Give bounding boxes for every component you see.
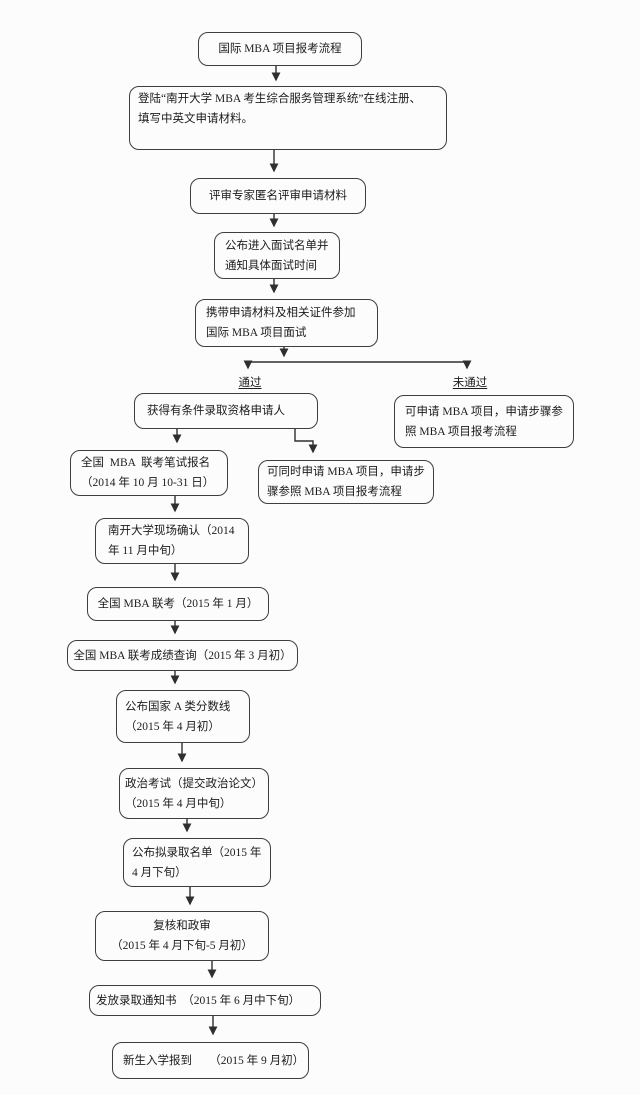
node-text-line: 骤参照 MBA 项目报考流程 bbox=[267, 486, 402, 498]
node-text-line: 评审专家匿名评审申请材料 bbox=[209, 190, 347, 202]
flow-node-interview: 携带申请材料及相关证件参加 国际 MBA 项目面试 bbox=[195, 299, 378, 347]
node-text-line: 公布进入面试名单并 bbox=[225, 239, 329, 252]
node-text-line: 国际 MBA 项目报考流程 bbox=[218, 43, 342, 55]
node-text-line: 登陆“南开大学 MBA 考生综合服务管理系统”在线注册、 bbox=[138, 93, 422, 105]
node-text-line: 可申请 MBA 项目，申请步骤参 bbox=[405, 405, 563, 418]
flow-node-national-exam: 全国 MBA 联考（2015 年 1 月） bbox=[87, 587, 269, 621]
branch-label-fail: 未通过 bbox=[452, 377, 488, 389]
flow-node-qualified: 获得有条件录取资格申请人 bbox=[134, 393, 318, 429]
flow-node-onsite-confirm: 南开大学现场确认（2014 年 11 月中旬） bbox=[95, 518, 249, 564]
node-text-line: 全国 MBA 联考笔试报名 bbox=[81, 457, 211, 469]
flow-node-notice: 发放录取通知书 （2015 年 6 月中下旬） bbox=[89, 985, 321, 1016]
branch-label-pass: 通过 bbox=[238, 377, 262, 389]
node-text-line: 获得有条件录取资格申请人 bbox=[147, 405, 285, 417]
flow-node-enrollment: 新生入学报到 （2015 年 9 月初） bbox=[112, 1042, 309, 1079]
node-text-line: 携带申请材料及相关证件参加 bbox=[206, 307, 356, 319]
flow-node-exam-register: 全国 MBA 联考笔试报名 （2014 年 10 月 10-31 日） bbox=[70, 450, 228, 496]
node-text-line: 南开大学现场确认（2014 bbox=[108, 525, 235, 537]
node-text-line: 通知具体面试时间 bbox=[225, 259, 317, 272]
node-text-line: 全国 MBA 联考（2015 年 1 月） bbox=[97, 598, 259, 610]
node-text-line: 国际 MBA 项目面试 bbox=[206, 327, 307, 339]
node-text-line: 发放录取通知书 （2015 年 6 月中下旬） bbox=[96, 994, 301, 1007]
node-text-line: 年 11 月中旬） bbox=[108, 545, 183, 557]
node-text-line: （2015 年 4 月中旬） bbox=[125, 797, 232, 810]
node-text-line: 公布国家 A 类分数线 bbox=[125, 700, 231, 713]
node-text-line: 填写中英文申请材料。 bbox=[138, 113, 253, 125]
flow-node-fail-apply: 可申请 MBA 项目，申请步骤参 照 MBA 项目报考流程 bbox=[394, 395, 574, 448]
node-text-line: 可同时申请 MBA 项目，申请步 bbox=[267, 466, 425, 478]
flow-node-start: 国际 MBA 项目报考流程 bbox=[198, 32, 362, 66]
node-text-line: 4 月下旬） bbox=[132, 866, 187, 879]
flow-node-interview-list: 公布进入面试名单并 通知具体面试时间 bbox=[214, 232, 340, 279]
node-text-line: 新生入学报到 （2015 年 9 月初） bbox=[123, 1054, 305, 1067]
node-text-line: （2015 年 4 月初） bbox=[125, 720, 220, 733]
connector-qualified-alsoapply bbox=[294, 429, 318, 454]
flow-node-political-exam: 政治考试（提交政治论文） （2015 年 4 月中旬） bbox=[119, 768, 269, 819]
node-text-line: 复核和政审 bbox=[153, 920, 211, 932]
flow-node-also-apply: 可同时申请 MBA 项目，申请步 骤参照 MBA 项目报考流程 bbox=[258, 460, 434, 504]
node-text-line: 政治考试（提交政治论文） bbox=[125, 777, 263, 790]
flow-node-score-query: 全国 MBA 联考成绩查询（2015 年 3 月初） bbox=[67, 640, 298, 671]
node-text-line: 照 MBA 项目报考流程 bbox=[405, 425, 517, 438]
node-text-line: 公布拟录取名单（2015 年 bbox=[132, 846, 262, 859]
node-text-line: （2014 年 10 月 10-31 日） bbox=[81, 477, 215, 489]
flow-node-recheck: 复核和政审 （2015 年 4 月下旬-5 月初） bbox=[95, 911, 269, 961]
flow-node-score-line: 公布国家 A 类分数线 （2015 年 4 月初） bbox=[116, 690, 250, 743]
flow-node-expert-review: 评审专家匿名评审申请材料 bbox=[190, 178, 366, 214]
node-text-line: 全国 MBA 联考成绩查询（2015 年 3 月初） bbox=[73, 649, 292, 662]
node-text-line: （2015 年 4 月下旬-5 月初） bbox=[111, 940, 253, 952]
flow-node-admission-list: 公布拟录取名单（2015 年 4 月下旬） bbox=[123, 838, 271, 887]
flow-node-register: 登陆“南开大学 MBA 考生综合服务管理系统”在线注册、 填写中英文申请材料。 bbox=[129, 86, 447, 150]
